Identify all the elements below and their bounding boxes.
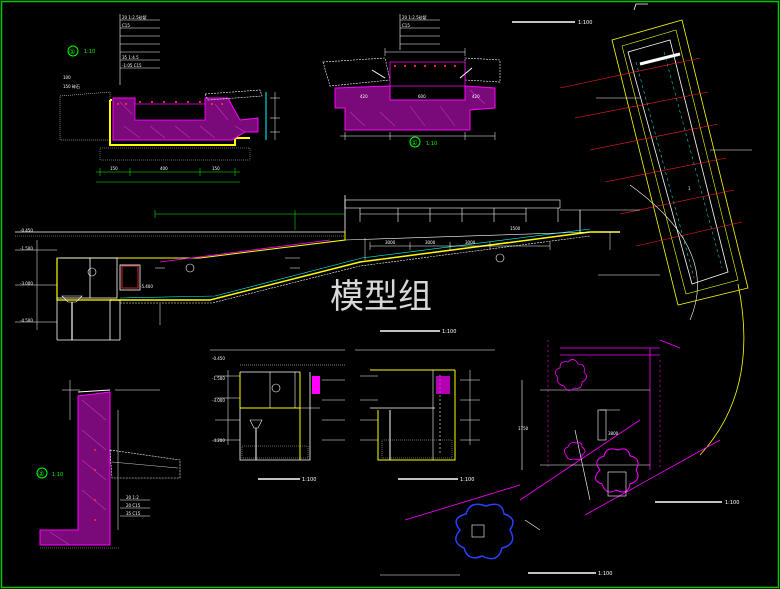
plan-dim-2: 3800 [608, 431, 619, 436]
detail-1-scale: 1:10 [84, 49, 95, 55]
detail-1-dim-1: 150 [110, 166, 118, 171]
detail-2-marker [409, 136, 421, 148]
detail-3-marker [36, 467, 48, 479]
main-section-scale: 1:100 [442, 329, 456, 335]
main-dim-1: 3000 [385, 240, 396, 245]
detail-2-marker-text: ① [411, 139, 417, 147]
plan-dim-1: 1750 [518, 426, 529, 431]
detail-1-layer-2: C15 [122, 23, 130, 28]
main-level-3: -3.000 [20, 281, 33, 286]
detail-2-dim-2: 600 [418, 94, 426, 99]
detail-2-layer-2: C15 [402, 23, 410, 28]
section-a-level-1: -0.450 [212, 356, 225, 361]
detail-1-layer-6: 150 碎石 [63, 83, 80, 89]
section-a: -0.450 -1.500 -3.000 -4.200 1:100 [210, 349, 345, 483]
detail-1-marker-text: ① [69, 48, 75, 56]
section-a-level-3: -3.000 [212, 398, 225, 403]
detail-2: 20 1:2.5砂浆 C15 420 600 [322, 14, 501, 148]
plan-bottom-scale: 1:100 [598, 571, 612, 577]
plan-right-scale: 1:100 [725, 500, 739, 506]
main-dim-2: 3000 [425, 240, 436, 245]
detail-1-dim-2: 400 [160, 166, 168, 171]
detail-1-marker [67, 45, 79, 57]
detail-1-layer-1: 20 1:2.5砂浆 [122, 14, 147, 20]
main-dim-3: 3000 [465, 240, 476, 245]
section-b: 1:100 [355, 349, 495, 483]
plan-bottom-right: 1750 3800 1:100 1:100 [380, 339, 739, 577]
detail-1: ① 1:10 20 1:2.5砂浆 C15 35 1:4.5 -1:05 C15… [59, 14, 280, 183]
main-dim-4: 1500 [510, 226, 521, 231]
detail-1-layer-4: -1:05 C15 [122, 63, 142, 68]
detail-2-dim-1: 420 [360, 94, 368, 99]
section-b-scale: 1:100 [460, 477, 474, 483]
detail-2-scale: 1:10 [426, 141, 437, 147]
detail-3: 20 1:2 20 C15 35 C15 ② 1:10 [36, 380, 181, 549]
detail-1-layer-5: 100 [63, 75, 71, 80]
detail-3-layer-3: 35 C15 [126, 511, 141, 516]
main-level-2: -1.500 [20, 246, 33, 251]
detail-1-layer-3: 35 1:4.5 [122, 55, 139, 60]
plan-top-tag: 1 [688, 186, 691, 191]
plan-top-scale: 1:100 [578, 20, 592, 26]
main-level-4: -4.500 [20, 318, 33, 323]
detail-3-layer-1: 20 1:2 [126, 495, 139, 500]
main-level-1: -0.450 [20, 228, 33, 233]
section-a-level-4: -4.200 [212, 438, 225, 443]
detail-3-marker-text: ② [38, 470, 44, 478]
main-section: -0.450 -1.500 -3.000 -4.500 -5.400 3000 … [15, 195, 620, 341]
detail-2-layer-1: 20 1:2.5砂浆 [402, 14, 427, 20]
detail-2-dim-3: 420 [472, 94, 480, 99]
section-a-scale: 1:100 [302, 477, 316, 483]
section-a-level-2: -1.500 [212, 376, 225, 381]
plan-top-right: 1:100 1 [512, 3, 752, 456]
watermark: 模型组 [330, 277, 432, 317]
detail-1-dim-3: 150 [212, 166, 220, 171]
main-level-5: -5.400 [140, 284, 153, 289]
detail-3-layer-2: 20 C15 [126, 503, 141, 508]
detail-3-scale: 1:10 [52, 472, 63, 478]
